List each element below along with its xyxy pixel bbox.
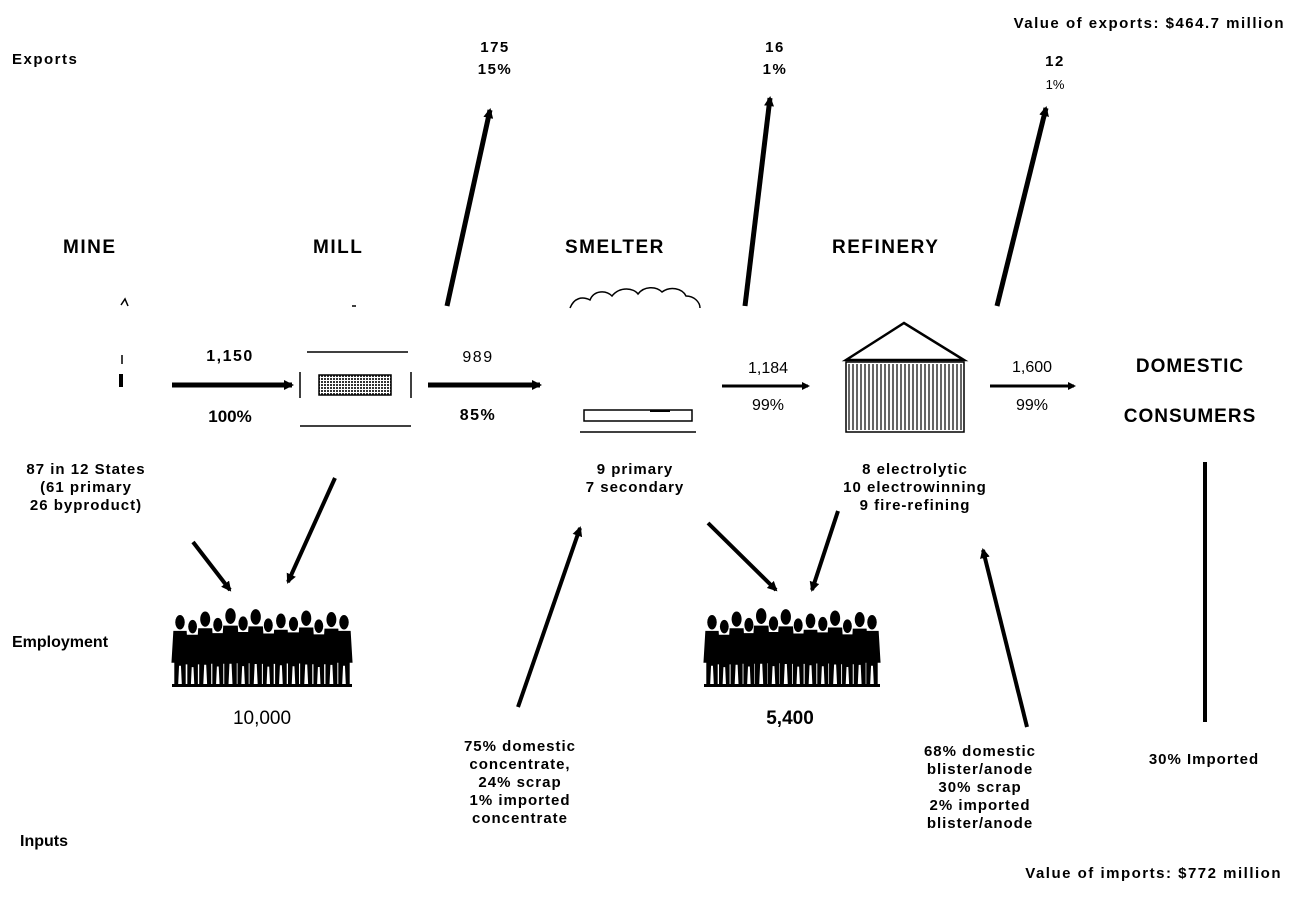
flow-amount-mine-mill: 1,150 xyxy=(206,348,254,365)
inputs-refinery-line: 68% domestic xyxy=(923,743,1037,760)
facility-refineries-line: 9 fire-refining xyxy=(859,497,971,514)
facility-refineries-line: 10 electrowinning xyxy=(843,479,987,496)
inputs-consumers-imported: 30% Imported xyxy=(1148,751,1260,768)
flow-pct-refinery-consumers: 99% xyxy=(1015,397,1049,414)
employment-count-mine-mill: 10,000 xyxy=(232,708,292,729)
row-label-exports: Exports xyxy=(12,51,79,68)
flow-amount-smelter-refinery: 1,184 xyxy=(747,360,789,377)
crowd-icon-smelter-refinery xyxy=(703,608,881,687)
stage-title-refinery: REFINERY xyxy=(832,237,940,258)
facility-mines-line: (61 primary xyxy=(40,479,132,496)
facility-mines-line: 26 byproduct) xyxy=(29,497,143,514)
inputs-refinery-line: blister/anode xyxy=(926,761,1034,778)
facility-count-smelters: 9 primary 7 secondary xyxy=(560,461,710,497)
export-pct-smelter: 1% xyxy=(762,61,788,78)
export-amount-smelter: 16 xyxy=(765,39,785,56)
stage-title-consumers: CONSUMERS xyxy=(1123,406,1257,427)
flow-amount-mill-smelter: 989 xyxy=(462,349,494,366)
imports-value-label: Value of imports: $772 million xyxy=(1025,865,1282,882)
inputs-refinery-line: 2% imported xyxy=(929,797,1031,814)
export-arrow-refinery xyxy=(994,106,1049,307)
facility-refineries-line: 8 electrolytic xyxy=(862,461,968,478)
employment-arrow-mine xyxy=(191,540,232,592)
flow-pct-mill-smelter: 85% xyxy=(459,407,497,424)
employment-arrow-smelter xyxy=(706,521,778,592)
facility-smelters-line: 7 secondary xyxy=(585,479,685,496)
inputs-smelter-line: 75% domestic xyxy=(463,738,577,755)
stage-title-smelter: SMELTER xyxy=(565,237,665,258)
facility-smelters-line: 9 primary xyxy=(596,461,674,478)
inputs-refinery-line: blister/anode xyxy=(926,815,1034,832)
row-label-employment: Employment xyxy=(12,634,109,651)
stage-title-mill: MILL xyxy=(313,237,364,258)
export-amount-mill: 175 xyxy=(480,39,510,56)
inputs-refinery: 68% domestic blister/anode 30% scrap 2% … xyxy=(880,743,1080,833)
inputs-smelter: 75% domestic concentrate, 24% scrap 1% i… xyxy=(420,738,620,828)
input-arrow-refinery xyxy=(980,548,1029,728)
row-label-inputs: Inputs xyxy=(20,833,68,850)
stage-title-mine: MINE xyxy=(63,237,117,258)
inputs-smelter-line: 24% scrap xyxy=(478,774,562,791)
export-pct-refinery: 1% xyxy=(1045,77,1065,92)
facility-count-refineries: 8 electrolytic 10 electrowinning 9 fire-… xyxy=(820,461,1010,515)
export-arrow-smelter xyxy=(742,96,775,307)
inputs-smelter-line: 1% imported xyxy=(469,792,571,809)
inputs-smelter-line: concentrate xyxy=(471,810,569,827)
mill-icon xyxy=(299,305,412,427)
refinery-icon xyxy=(841,321,969,433)
employment-arrow-mill xyxy=(286,477,337,584)
inputs-smelter-line: concentrate, xyxy=(469,756,571,773)
export-amount-refinery: 12 xyxy=(1045,53,1065,70)
inputs-refinery-line: 30% scrap xyxy=(938,779,1022,796)
smelter-icon xyxy=(569,287,701,433)
export-pct-mill: 15% xyxy=(477,61,513,78)
employment-arrow-refinery xyxy=(809,510,840,592)
stage-title-domestic: DOMESTIC xyxy=(1135,356,1245,377)
employment-count-smelter-refinery: 5,400 xyxy=(766,708,814,729)
mine-icon xyxy=(119,297,129,387)
facility-count-mines: 87 in 12 States (61 primary 26 byproduct… xyxy=(0,461,172,515)
flow-amount-refinery-consumers: 1,600 xyxy=(1011,359,1053,376)
exports-value-label: Value of exports: $464.7 million xyxy=(1013,15,1285,32)
export-arrow-mill xyxy=(444,108,494,307)
flow-pct-smelter-refinery: 99% xyxy=(751,397,785,414)
facility-mines-line: 87 in 12 States xyxy=(26,461,146,478)
input-arrow-smelter xyxy=(516,526,583,708)
flow-pct-mine-mill: 100% xyxy=(208,407,252,426)
crowd-icon-mine-mill xyxy=(171,608,353,687)
